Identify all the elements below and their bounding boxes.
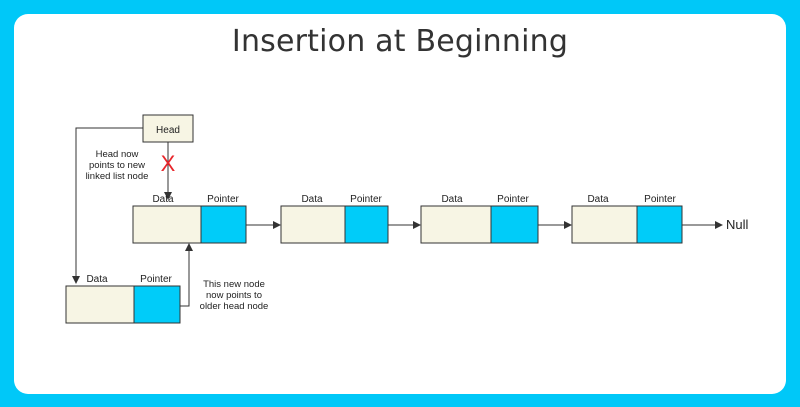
node-2-data-label: Data: [301, 194, 323, 205]
list-node-3: Data Pointer: [420, 194, 539, 244]
head-node: Head: [142, 114, 194, 143]
node-2-pointer-cell: [344, 205, 389, 244]
node-3-data-label: Data: [441, 194, 463, 205]
node-3-pointer-cell: [490, 205, 539, 244]
cross-mark: X: [161, 151, 176, 176]
head-label: Head: [156, 125, 180, 136]
head-to-new-node-arrow: [72, 127, 143, 284]
node-1-pointer-label: Pointer: [207, 194, 239, 205]
head-now-note-line-1: Head now: [96, 149, 139, 160]
node-4-pointer-label: Pointer: [644, 194, 676, 205]
head-now-note: Head now points to new linked list node: [86, 149, 149, 182]
diagram-card: [14, 14, 786, 394]
list-node-1: Data Pointer: [132, 194, 247, 244]
node-4-data-cell: [571, 205, 638, 244]
new-node-note-line-2: now points to: [206, 290, 262, 301]
node-4-pointer-cell: [636, 205, 683, 244]
node-1-data-label: Data: [152, 194, 174, 205]
new-node-note-line-1: This new node: [203, 279, 265, 290]
node-3-pointer-label: Pointer: [497, 194, 529, 205]
new-node-pointer-cell: [133, 285, 181, 324]
list-node-2: Data Pointer: [280, 194, 389, 244]
node-2-data-cell: [280, 205, 346, 244]
new-node: Data Pointer: [65, 274, 181, 324]
new-node-data-label: Data: [86, 274, 108, 285]
head-now-note-line-2: points to new: [89, 160, 145, 171]
new-node-to-old-head-arrow: [180, 243, 193, 307]
node-3-data-cell: [420, 205, 492, 244]
node-1-pointer-cell: [200, 205, 247, 244]
new-node-pointer-label: Pointer: [140, 274, 172, 285]
null-label: Null: [726, 217, 749, 232]
new-node-note: This new node now points to older head n…: [200, 279, 269, 312]
diagram-title: Insertion at Beginning: [231, 24, 569, 59]
node-2-pointer-label: Pointer: [350, 194, 382, 205]
node-4-data-label: Data: [587, 194, 609, 205]
new-node-data-cell: [65, 285, 135, 324]
node-1-data-cell: [132, 205, 202, 244]
new-node-note-line-3: older head node: [200, 301, 269, 312]
list-node-4: Data Pointer: [571, 194, 683, 244]
head-now-note-line-3: linked list node: [86, 171, 149, 182]
